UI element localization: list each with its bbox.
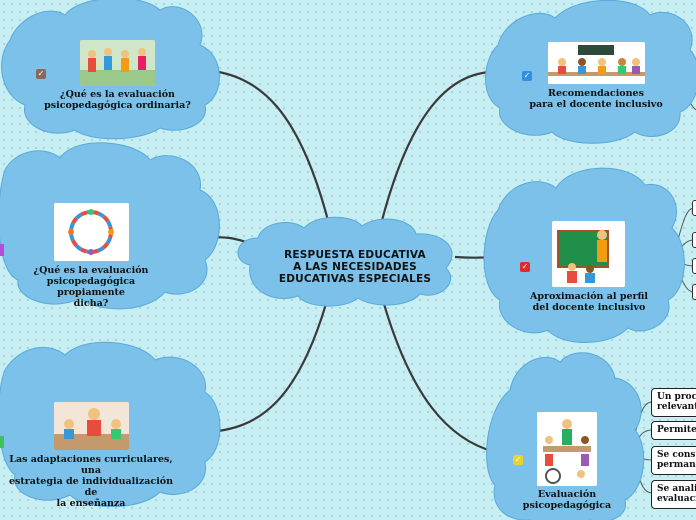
node-propiamente-label[interactable]: ¿Qué es la evaluación psicopedagógica pr…	[12, 265, 170, 309]
children-circle-icon	[54, 203, 129, 261]
node-label-line: la enseñanza	[56, 498, 126, 509]
leaf-line: evaluaci	[657, 494, 696, 504]
checkbox-icon[interactable]: ✓	[36, 69, 46, 79]
branch-lines	[204, 68, 496, 454]
node-label-line: psicopedagógica ordinaria?	[44, 100, 191, 111]
node-label-line: psicopedagógica propiamente	[46, 276, 136, 298]
leaf-topic[interactable]: Un proc relevant	[651, 388, 696, 417]
leaf-topic-stub[interactable]	[692, 232, 696, 248]
classroom-icon	[548, 42, 645, 84]
leaf-line: perman	[657, 460, 696, 470]
leaf-topic-stub[interactable]	[692, 200, 696, 216]
central-topic-line: RESPUESTA EDUCATIVA	[284, 249, 426, 261]
leaf-topic[interactable]: Se anali evaluaci	[651, 480, 696, 509]
leaf-topic-stub[interactable]	[692, 284, 696, 300]
node-label-line: Las adaptaciones curriculares, una	[9, 454, 173, 476]
node-label-line: Evaluación	[537, 489, 597, 500]
branch-evaluacion	[378, 289, 496, 454]
inclusive-classroom-icon	[537, 412, 597, 486]
checkbox-icon[interactable]: ✓	[513, 455, 523, 465]
central-topic[interactable]: RESPUESTA EDUCATIVA A LAS NECESIDADES ED…	[262, 249, 448, 285]
node-adaptaciones-label[interactable]: Las adaptaciones curriculares, una estra…	[4, 454, 178, 509]
node-label-line: del docente inclusivo	[532, 302, 646, 313]
node-label-line: psicopedagógica	[522, 500, 612, 511]
center-cloud	[237, 216, 453, 307]
teacher-students-icon	[54, 402, 129, 450]
node-label-line: dicha?	[73, 298, 109, 309]
leaf-topic[interactable]: Permite	[651, 421, 696, 440]
children-playing-icon	[80, 40, 155, 86]
hidden-node-marker	[0, 436, 4, 448]
branch-recomendaciones	[378, 70, 491, 229]
node-recomendaciones-label[interactable]: Recomendaciones para el docente inclusiv…	[526, 88, 666, 110]
leaf-line: relevant	[657, 402, 696, 412]
node-aproximacion-label[interactable]: Aproximación al perfil del docente inclu…	[520, 291, 658, 313]
central-topic-line: A LAS NECESIDADES	[293, 261, 417, 273]
branch-ordinaria	[204, 68, 332, 229]
leaf-topic[interactable]: Se const perman	[651, 446, 696, 475]
node-ordinaria-label[interactable]: ¿Qué es la evaluación psicopedagógica or…	[40, 89, 195, 111]
checkbox-icon[interactable]: ✓	[522, 71, 532, 81]
node-label-line: para el docente inclusivo	[529, 99, 663, 110]
node-label-line: estrategia de individualización de	[8, 476, 174, 498]
hidden-node-marker	[0, 244, 4, 256]
node-label-line: ¿Qué es la evaluación	[33, 265, 149, 276]
central-topic-line: EDUCATIVAS ESPECIALES	[278, 273, 432, 285]
checkbox-icon[interactable]: ✓	[520, 262, 530, 272]
branch-adaptaciones	[204, 289, 332, 434]
node-evaluacion-label[interactable]: Evaluación psicopedagógica	[516, 489, 618, 511]
node-label-line: ¿Qué es la evaluación	[60, 89, 175, 100]
leaf-line: Un proc	[657, 392, 696, 402]
node-label-line: Aproximación al perfil	[529, 291, 649, 302]
leaf-line: Se anali	[657, 484, 696, 494]
leaf-line: Permite	[657, 425, 696, 435]
leaf-topic-stub[interactable]	[692, 258, 696, 274]
teacher-board-icon	[552, 221, 625, 287]
leaf-line: Se const	[657, 450, 696, 460]
node-label-line: Recomendaciones	[548, 88, 644, 99]
